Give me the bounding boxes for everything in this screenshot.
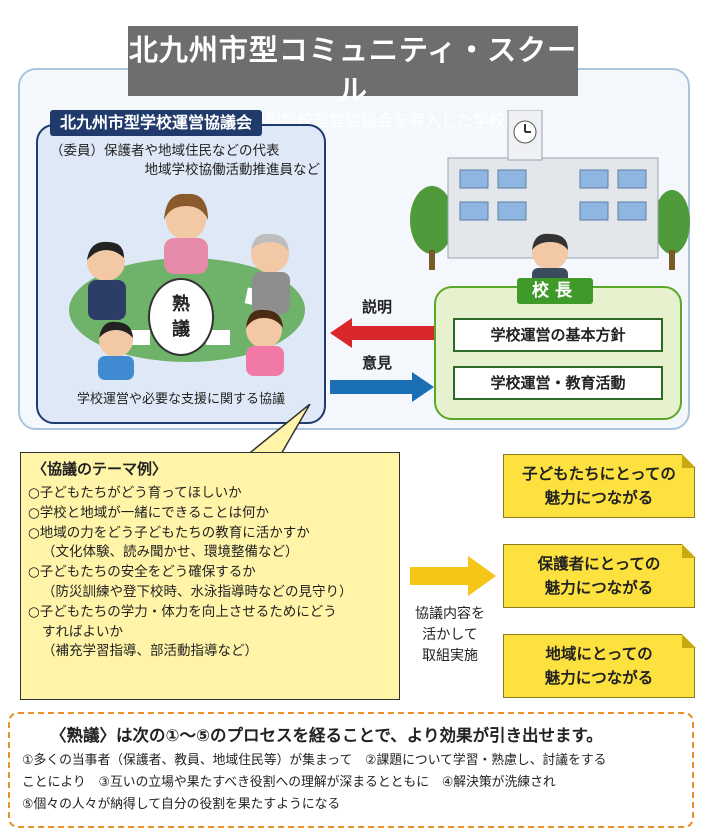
apply-label-line2: 活かして: [422, 627, 478, 643]
apply-label-line1: 協議内容を: [415, 606, 485, 622]
process-line2: ことにより ③互いの立場や果たすべき役割への理解が深まるとともに ④解決策が洗練…: [22, 775, 556, 790]
council-footer: 学校運営や必要な支援に関する協議: [76, 392, 285, 407]
process-line3: ⑤個々の人々が納得して自分の役割を果たすようになる: [22, 797, 341, 812]
folded-corner: [681, 453, 696, 468]
outcome-community-box: 地域にとっての 魅力につながる: [503, 633, 696, 698]
meeting-illustration: [69, 193, 305, 380]
outcome-children-box: 子どもたちにとっての 魅力につながる: [503, 453, 696, 518]
apply-arrow: [410, 556, 496, 596]
header-band: 北九州市型コミュニティ・スクール （北九州市型学校運営協議会を導入した学校）: [128, 26, 578, 130]
page-title: 北九州市型コミュニティ・スクール: [128, 33, 578, 107]
folded-corner: [681, 543, 696, 558]
theme-examples-title: 〈協議のテーマ例〉: [32, 460, 168, 478]
council-name-tab: 北九州市型学校運営協議会: [50, 110, 263, 136]
explain-arrow: [330, 318, 434, 348]
outcome-line2: 魅力につながる: [544, 489, 654, 507]
list-item: ○子どもたちの安全をどう確保するか: [28, 564, 256, 581]
opinion-label: 意見: [362, 354, 393, 372]
apply-label-line3: 取組実施: [422, 648, 478, 664]
apply-label: 協議内容を 活かして 取組実施: [410, 604, 490, 667]
basic-policy-box: 学校運営の基本方針: [453, 318, 663, 352]
list-item: （文化体験、読み聞かせ、環境整備など）: [42, 544, 299, 561]
folded-corner: [681, 633, 696, 648]
council-members-line2: 地域学校協働活動推進員など: [144, 162, 321, 178]
list-item: ○地域の力をどう子どもたちの教育に活かすか: [28, 524, 310, 541]
outcome-line1: 地域にとっての: [545, 645, 653, 663]
list-item: ○子どもたちの学力・体力を向上させるためにどう: [28, 603, 337, 620]
principal-label: 校長: [517, 278, 593, 304]
process-title: 〈熟議〉は次の①～⑤のプロセスを経ることで、より効果が引き出せます。: [50, 726, 603, 745]
opinion-arrow: [330, 372, 434, 402]
process-box: [8, 712, 694, 828]
list-item: すればよいか: [42, 623, 123, 640]
outcome-parents-box: 保護者にとっての 魅力につながる: [503, 543, 696, 608]
process-line1: ①多くの当事者（保護者、教員、地域住民等）が集まって ②課題について学習・熟慮し…: [22, 753, 607, 768]
discussion-bubble: 熟 議: [148, 278, 214, 356]
process-text: ①多くの当事者（保護者、教員、地域住民等）が集まって ②課題について学習・熟慮し…: [22, 750, 686, 816]
council-members-line1: （委員）保護者や地域住民などの代表: [50, 143, 280, 159]
list-item: （防災訓練や登下校時、水泳指導時などの見守り）: [42, 583, 353, 600]
discussion-char-1: 熟: [172, 294, 190, 315]
discussion-char-2: 議: [172, 319, 190, 340]
outcome-line2: 魅力につながる: [544, 669, 654, 687]
outcome-line1: 子どもたちにとっての: [522, 465, 676, 483]
outcome-line1: 保護者にとっての: [537, 555, 661, 573]
theme-examples-list: ○子どもたちがどう育ってほしいか ○学校と地域が一緒にできることは何か ○地域の…: [28, 484, 396, 662]
council-members: （委員）保護者や地域住民などの代表 地域学校協働活動推進員など: [50, 142, 320, 180]
theme-examples-box: [20, 452, 400, 700]
school-activity-box: 学校運営・教育活動: [453, 366, 663, 400]
speech-tail: [244, 404, 311, 456]
school-building-illustration: [410, 110, 690, 300]
list-item: （補充学習指導、部活動指導など）: [42, 643, 258, 660]
list-item: ○子どもたちがどう育ってほしいか: [28, 485, 242, 501]
explain-label: 説明: [362, 298, 393, 316]
list-item: ○学校と地域が一緒にできることは何か: [28, 504, 270, 521]
outcome-line2: 魅力につながる: [544, 579, 654, 597]
